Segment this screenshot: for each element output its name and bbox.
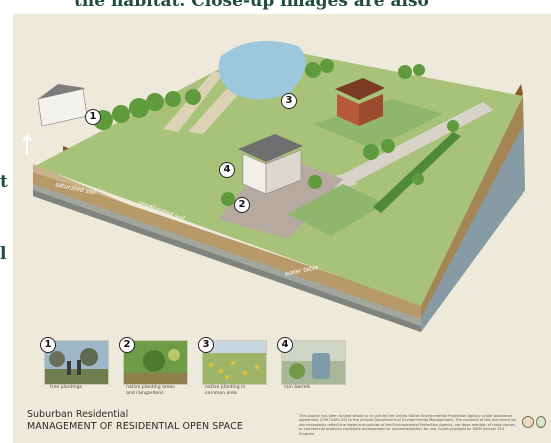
caption-native-planting-areas: native planting areas and raingardens (126, 385, 175, 396)
photo-number-3: 3 (198, 337, 214, 353)
callout-1: 1 (85, 109, 101, 125)
lawn-front (288, 184, 385, 236)
caption-tree-plantings: tree plantings (50, 385, 82, 390)
poster-title-line2: MANAGEMENT OF RESIDENTIAL OPEN SPACE (27, 421, 243, 432)
photo-number-4: 4 (277, 337, 293, 353)
planting-strip (373, 132, 461, 213)
tree-group (93, 59, 459, 206)
photo-native-planting-areas (123, 340, 188, 385)
patio-area (218, 154, 343, 239)
lawn-back (313, 99, 443, 149)
photo-tree-plantings (44, 340, 109, 385)
tree-plantings-image (45, 341, 108, 384)
house-brick-front (337, 94, 359, 126)
photo-number-2: 2 (119, 337, 135, 353)
pond (218, 40, 306, 100)
caption-rain-barrels: rain barrels (284, 385, 311, 390)
arrow-up-icon (22, 133, 32, 154)
landscape-diagram: saturated soil unsaturated soil water ta… (22, 40, 525, 332)
house-center-side (265, 149, 302, 195)
background-text-fragment-top: the habitat. Close-up images are also (74, 0, 429, 11)
building-left-roof (38, 84, 85, 99)
callout-4: 4 (219, 162, 235, 178)
water-table-side (421, 126, 525, 332)
native-planting-areas-image (124, 341, 187, 384)
house-brick-roof (335, 78, 385, 100)
house-center-roof (238, 134, 303, 162)
logo-seal-icon (522, 416, 534, 428)
rain-barrels-image (282, 341, 345, 384)
funding-disclaimer: This project has been funded wholly or i… (299, 414, 516, 436)
callout-3: 3 (281, 93, 297, 109)
logo-emblem-icon (536, 416, 546, 428)
photo-rain-barrels (281, 340, 346, 385)
saturated-zone (33, 184, 421, 332)
native-planting-common-image (203, 341, 266, 384)
caption-native-planting-common: native planting in common area (205, 385, 246, 396)
callout-2: 2 (234, 197, 250, 213)
background-text-fragment-l: l (0, 244, 7, 264)
photo-native-planting-common (202, 340, 267, 385)
background-text-fragment-t: t (0, 172, 8, 192)
poster-title-line1: Suburban Residential (27, 409, 129, 420)
photo-number-1: 1 (40, 337, 56, 353)
house-brick-side (359, 94, 383, 126)
